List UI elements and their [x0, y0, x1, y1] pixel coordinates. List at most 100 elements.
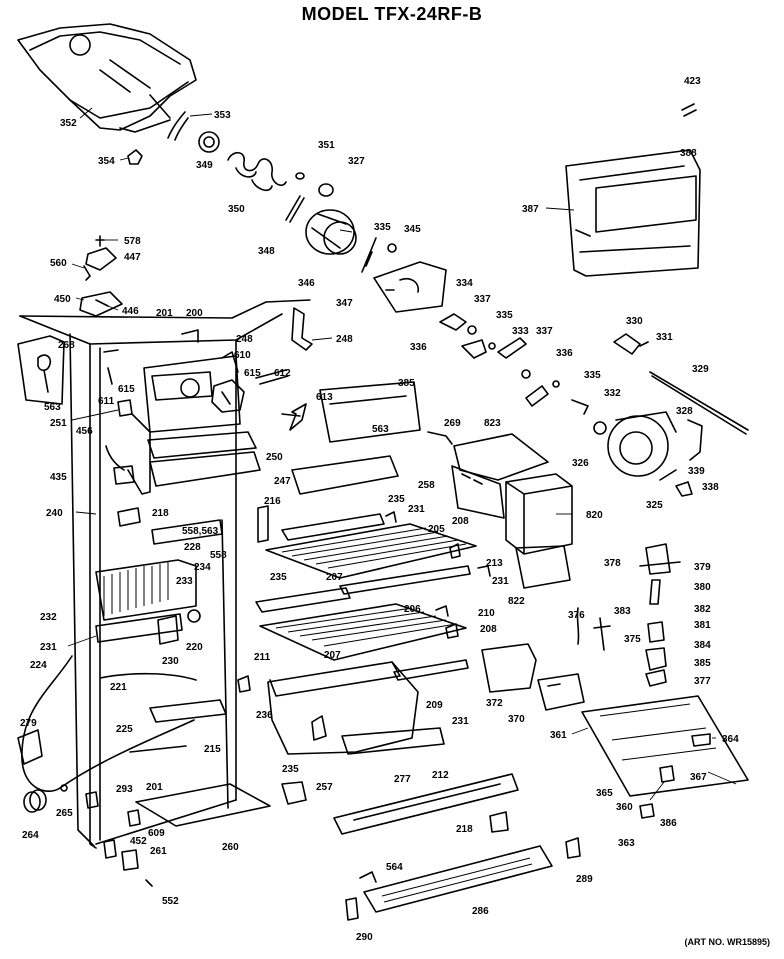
- part-552: [145, 879, 153, 887]
- part-279: [17, 729, 43, 765]
- label-348: 348: [258, 246, 275, 257]
- label-331: 331: [656, 332, 673, 343]
- label-200: 200: [186, 308, 203, 319]
- part-208b-clip: [445, 623, 459, 639]
- label-349: 349: [196, 160, 213, 171]
- label-375: 375: [624, 634, 641, 645]
- label-345: 345: [404, 224, 421, 235]
- part-334: [439, 313, 467, 331]
- label-329: 329: [692, 364, 709, 375]
- part-612: [255, 369, 289, 385]
- label-339: 339: [688, 466, 705, 477]
- part-578-screw: [95, 235, 105, 247]
- label-423: 423: [684, 76, 701, 87]
- label-207a: 207: [326, 572, 343, 583]
- label-364: 364: [722, 734, 739, 745]
- label-289: 289: [576, 874, 593, 885]
- label-208b: 208: [480, 624, 497, 635]
- part-361-board: [581, 695, 749, 797]
- label-208a: 208: [452, 516, 469, 527]
- label-231d: 231: [452, 716, 469, 727]
- part-277-rail: [333, 773, 519, 835]
- label-261: 261: [150, 846, 167, 857]
- part-345-bracket: [373, 261, 447, 313]
- part-335-nut-b: [488, 342, 496, 350]
- art-number: (ART NO. WR15895): [684, 937, 770, 947]
- part-221-tube: [99, 672, 197, 681]
- part-378-valve: [639, 543, 681, 671]
- label-564: 564: [386, 862, 403, 873]
- label-351: 351: [318, 140, 335, 151]
- part-820-box: [505, 473, 573, 555]
- label-370: 370: [508, 714, 525, 725]
- label-353: 353: [214, 110, 231, 121]
- part-264: [23, 789, 47, 813]
- part-329-rod: [649, 371, 749, 435]
- label-209: 209: [426, 700, 443, 711]
- part-336-b: [525, 385, 549, 407]
- part-350-spring: [227, 151, 287, 192]
- label-387: 387: [522, 204, 539, 215]
- label-286: 286: [472, 906, 489, 917]
- part-251: [117, 399, 133, 417]
- part-370: [537, 673, 585, 711]
- label-346: 346: [298, 278, 315, 289]
- part-376: [576, 607, 580, 645]
- part-564: [359, 871, 377, 883]
- label-247: 247: [274, 476, 291, 487]
- part-205-shelf: [265, 513, 477, 579]
- part-446-hinge: [79, 291, 123, 317]
- part-218b: [489, 811, 509, 833]
- part-335-c: [552, 380, 560, 388]
- part-248: [291, 307, 313, 351]
- label-248a: 248: [236, 334, 253, 345]
- part-218: [117, 507, 141, 527]
- part-293: [85, 791, 99, 809]
- label-231b: 231: [40, 642, 57, 653]
- part-558-563-bar: [151, 519, 223, 545]
- label-269: 269: [444, 418, 461, 429]
- label-201a: 201: [156, 308, 173, 319]
- label-377: 377: [694, 676, 711, 687]
- label-279: 279: [20, 718, 37, 729]
- part-225: [129, 745, 187, 753]
- evaporator-coil: [95, 559, 197, 621]
- label-380: 380: [694, 582, 711, 593]
- label-336b: 336: [556, 348, 573, 359]
- label-210: 210: [478, 608, 495, 619]
- label-388: 388: [680, 148, 697, 159]
- label-205: 205: [428, 524, 445, 535]
- part-375: [593, 617, 611, 651]
- label-820: 820: [586, 510, 603, 521]
- label-264: 264: [22, 830, 39, 841]
- label-365: 365: [596, 788, 613, 799]
- label-385b: 385: [694, 658, 711, 669]
- label-213: 213: [486, 558, 503, 569]
- part-363: [639, 803, 655, 819]
- part-289: [565, 837, 581, 859]
- label-381: 381: [694, 620, 711, 631]
- label-206: 206: [404, 604, 421, 615]
- label-386: 386: [660, 818, 677, 829]
- part-327-coupling: [318, 183, 334, 197]
- label-290: 290: [356, 932, 373, 943]
- part-208-clip: [449, 543, 461, 559]
- label-220: 220: [186, 642, 203, 653]
- part-207-strip: [339, 565, 471, 595]
- part-346-motor: [305, 209, 357, 255]
- label-456: 456: [76, 426, 93, 437]
- label-609: 609: [148, 828, 165, 839]
- part-336-lever: [461, 339, 487, 359]
- part-335-nut: [387, 243, 397, 253]
- label-558: 558: [210, 550, 227, 561]
- part-labels: 352 353 354 349 351 327 350 348 335 345 …: [20, 76, 739, 943]
- part-206-shelf: [255, 587, 467, 661]
- part-337-b: [521, 369, 531, 379]
- part-387-388-door: [565, 149, 701, 277]
- label-231c: 231: [492, 576, 509, 587]
- part-349-bearing: [198, 131, 220, 153]
- label-216: 216: [264, 496, 281, 507]
- label-615a: 615: [118, 384, 135, 395]
- label-218b: 218: [456, 824, 473, 835]
- part-372: [481, 643, 537, 693]
